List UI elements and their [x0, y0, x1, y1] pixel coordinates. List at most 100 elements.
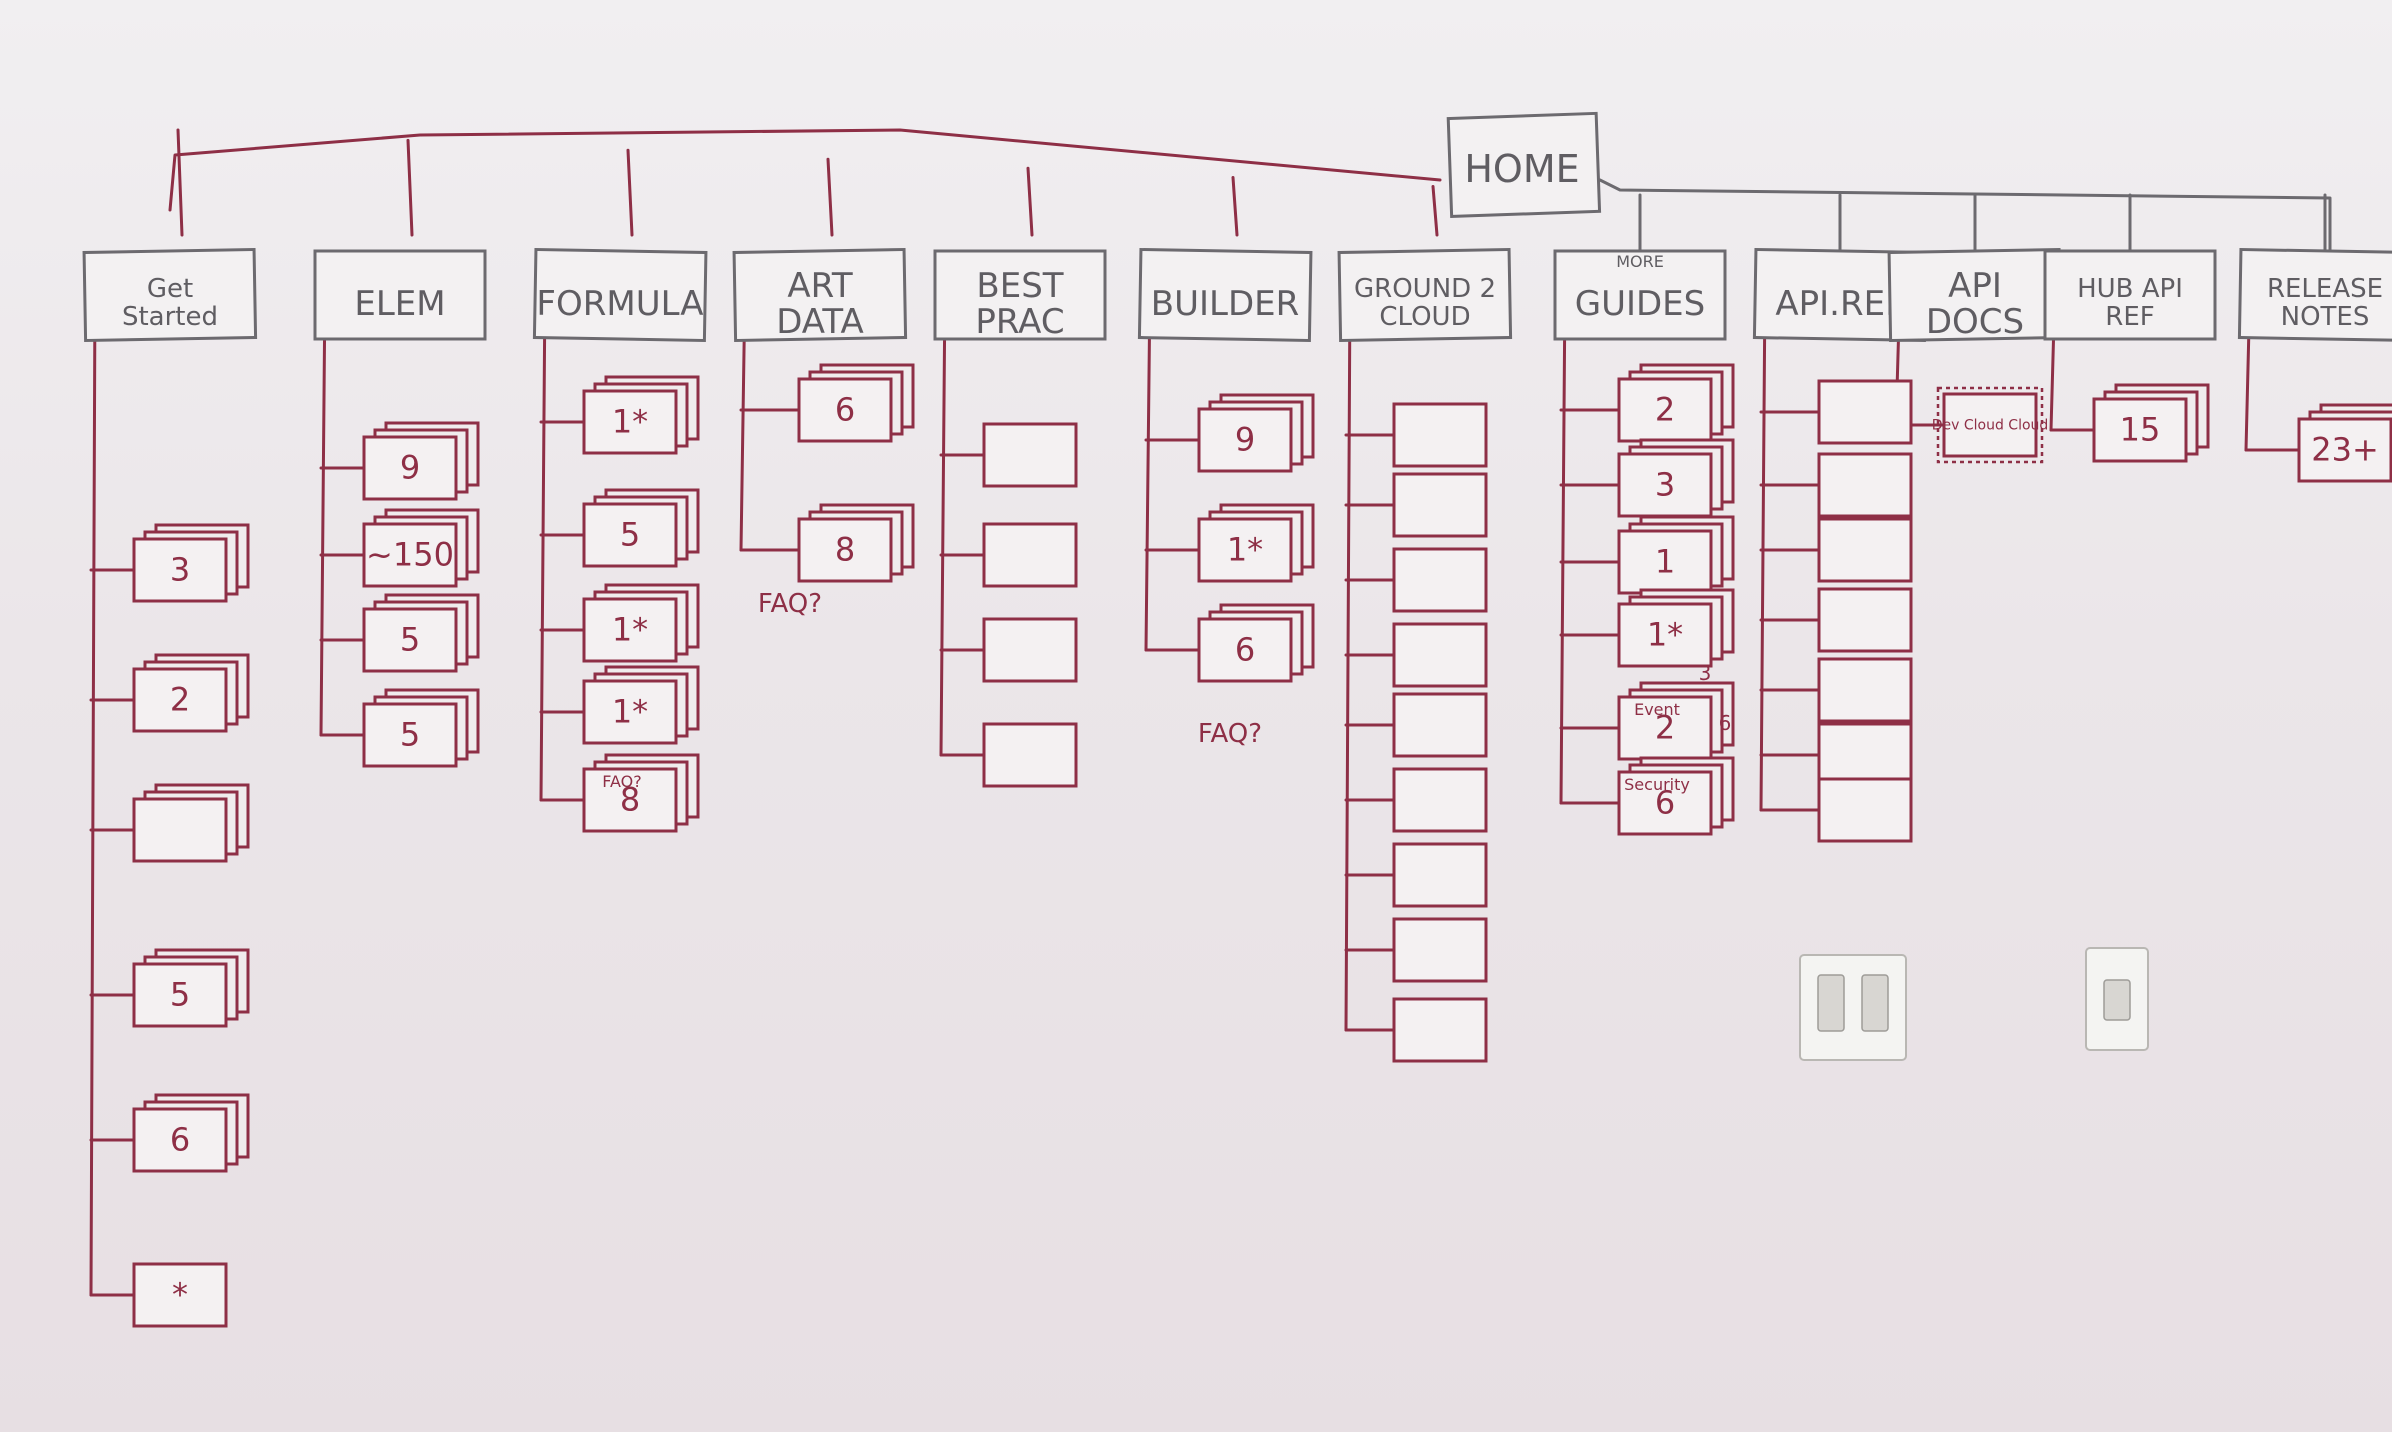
best-prac-child-4-card [982, 722, 1078, 788]
guides-child-4: 1* [1617, 588, 1735, 668]
get-started-label-line1: Get [147, 274, 193, 304]
get-started-child-4: 5 [132, 948, 250, 1028]
release-notes-child-1: 23+ [2297, 403, 2392, 483]
formula-child-4: 1* [582, 665, 700, 745]
get-started-child-6-label: * [172, 1276, 188, 1314]
guides-child-1-label: 2 [1655, 391, 1675, 429]
get-started-child-6: * [132, 1262, 228, 1328]
best-prac-label-line1: BEST [976, 266, 1063, 306]
guides-sublabel: MORE [1616, 252, 1664, 271]
get-started-child-2: 2 [132, 653, 250, 733]
art-data-label-line1: ART [787, 266, 852, 306]
guides-child-5-label: 2 [1655, 709, 1675, 747]
formula-child-2-label: 5 [620, 516, 640, 554]
formula-header-box [532, 247, 708, 343]
builder-child-3-card [1197, 617, 1293, 683]
best-prac-child-3-card [982, 617, 1078, 683]
get-started-child-4-card [132, 962, 228, 1028]
best-prac-header-box [933, 249, 1107, 341]
ground-cloud-child-5-card [1392, 692, 1488, 758]
guides-child-3-card [1617, 529, 1713, 595]
guides-child-6-note: Security [1624, 775, 1690, 794]
hub-api-ref-child-1: 15 [2092, 383, 2210, 463]
rail-drop-ground-cloud [1431, 184, 1439, 237]
art-data-child-1-card [797, 377, 893, 443]
best-prac-child-2 [982, 522, 1078, 588]
guides-child-5-note: Event [1634, 700, 1680, 719]
elem-child-1-card [362, 435, 458, 501]
formula-child-2: 5 [582, 488, 700, 568]
dimmer-buttons [1861, 974, 1889, 1032]
ground-cloud-child-9 [1392, 997, 1488, 1063]
art-data-label-line2: DATA [776, 302, 864, 342]
api-ref-child-4-card [1817, 587, 1913, 653]
guides-annotation-1: 3 [1699, 661, 1712, 685]
get-started-child-2-label: 2 [170, 681, 190, 719]
rail-drop-builder [1231, 175, 1239, 237]
get-started-child-3-card [132, 797, 228, 863]
builder-child-1-card [1197, 407, 1293, 473]
dimmer-switch [1799, 954, 1907, 1061]
home-label: HOME [1464, 147, 1579, 191]
art-data-child-1: 6 [797, 363, 915, 443]
hub-api-ref-child-1-label: 15 [2120, 411, 2161, 449]
ground-cloud-child-3 [1392, 547, 1488, 613]
formula-label: FORMULA [536, 284, 703, 324]
trunk-guides [1559, 283, 1567, 805]
builder-label: BUILDER [1151, 284, 1299, 324]
ground-cloud-child-9-card [1392, 997, 1488, 1063]
release-notes-child-1-card [2297, 417, 2392, 483]
guides-child-5-card [1617, 695, 1713, 761]
hub-api-ref-label-line1: HUB API [2077, 274, 2183, 304]
get-started-child-5-label: 6 [170, 1121, 190, 1159]
toggle-lever [2103, 979, 2131, 1021]
api-docs-label-line1: API [1948, 266, 2002, 306]
get-started-child-1-label: 3 [170, 551, 190, 589]
ground-cloud-child-6-card [1392, 767, 1488, 833]
dimmer-slider [1817, 974, 1845, 1032]
rail-drop-art-data [826, 157, 834, 237]
trunk-formula [539, 283, 547, 802]
home-node: HOME [1446, 111, 1602, 219]
api-ref-child-4 [1817, 587, 1913, 653]
api-docs-child-1: Dev Cloud Cloud [1932, 386, 2048, 464]
elem-child-4-card [362, 702, 458, 768]
api-ref-child-5-card [1817, 657, 1913, 723]
elem-child-1: 9 [362, 421, 480, 501]
art-data-child-2-label: 8 [835, 531, 855, 569]
guides-annotation-2: 6 [1719, 711, 1732, 735]
wall-fixtures [1799, 947, 2149, 1061]
elem-child-2: ~150 [362, 508, 480, 588]
trunk-builder [1144, 283, 1152, 652]
art-data-child-2-card [797, 517, 893, 583]
api-docs-child-1-card [1942, 392, 2038, 458]
ground-cloud-child-2-card [1392, 472, 1488, 538]
api-ref-child-5 [1817, 657, 1913, 723]
guides-child-6-label: 6 [1655, 784, 1675, 822]
art-data-annotation-1: FAQ? [758, 589, 822, 619]
best-prac-child-1-card [982, 422, 1078, 488]
formula-child-3-card [582, 597, 678, 663]
get-started-child-6-card [132, 1262, 228, 1328]
builder-header-box [1137, 247, 1313, 343]
api-ref-child-6-card [1817, 722, 1913, 788]
ground-cloud-child-3-card [1392, 547, 1488, 613]
dimmer-switch-plate [1799, 954, 1907, 1061]
ground-cloud-child-4-card [1392, 622, 1488, 688]
elem-label: ELEM [354, 284, 445, 324]
formula-child-4-card [582, 679, 678, 745]
ground-cloud-child-7-card [1392, 842, 1488, 908]
root-rail-right [1598, 178, 2332, 260]
guides-child-3-label: 1 [1655, 543, 1675, 581]
guides-child-6-card [1617, 770, 1713, 836]
builder-child-2-label: 1* [1227, 531, 1263, 569]
